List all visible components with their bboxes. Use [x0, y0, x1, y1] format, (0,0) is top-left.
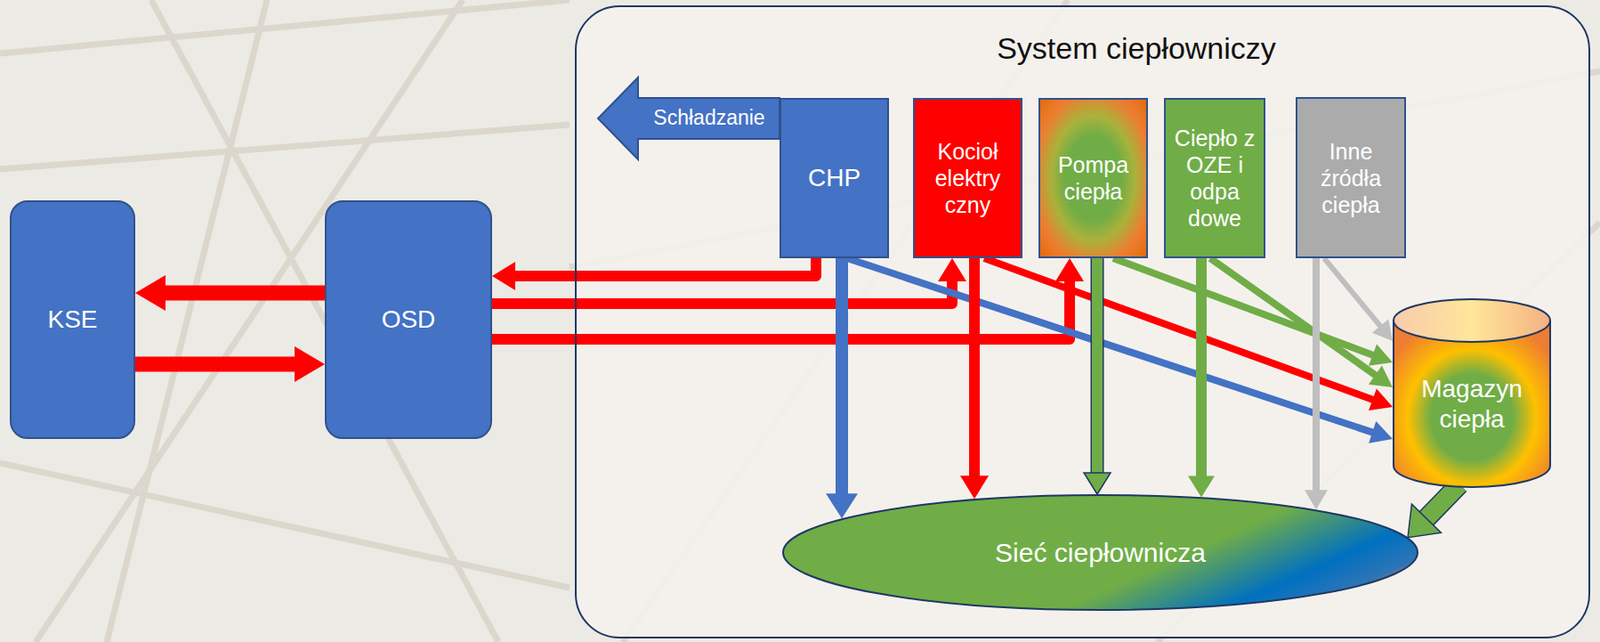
arrowhead — [937, 258, 967, 282]
arrowhead — [492, 261, 516, 291]
node-label: Inne źródła ciepła — [1304, 137, 1398, 219]
flow-connector — [1113, 258, 1393, 366]
other-source-box: Inne źródła ciepła — [1295, 96, 1407, 259]
connector-line — [492, 277, 953, 304]
arrowhead — [1368, 343, 1393, 365]
arrowhead — [1407, 503, 1441, 538]
flow-connector — [1304, 258, 1328, 510]
node-label: OSD — [381, 304, 437, 335]
connector-line — [1423, 484, 1460, 521]
lattice-beam — [0, 462, 570, 588]
connector-line — [1324, 258, 1382, 329]
region-title: System ciepłowniczy — [576, 30, 1589, 67]
ellipse-label-area: Sieć ciepłownicza — [835, 502, 1366, 602]
node-label: Magazyn ciepła — [1401, 373, 1543, 434]
flow-connector — [135, 274, 325, 311]
grid-box: KSE — [9, 200, 136, 439]
connector-line — [492, 277, 1070, 340]
arrowhead — [1368, 420, 1393, 444]
node-label: CHP — [808, 162, 861, 194]
arrow-label-area: Schładzanie — [638, 76, 781, 161]
region-ground — [575, 6, 1590, 638]
arrowhead — [135, 274, 166, 311]
storage-cylinder: Magazyn ciepła — [1392, 298, 1552, 488]
connector-line — [835, 258, 849, 498]
arrowhead — [1083, 472, 1111, 494]
connector-line — [1091, 258, 1103, 477]
connector-line — [1210, 258, 1378, 377]
node-label: Pompa ciepła — [1047, 151, 1140, 205]
flow-connector — [825, 258, 858, 518]
cylinder-top — [1393, 298, 1551, 342]
heat-pump-box: Pompa ciepła — [1038, 97, 1148, 259]
connector-outline — [1090, 258, 1105, 477]
network-outline — [783, 494, 1418, 610]
arrowhead — [1372, 318, 1393, 341]
renewable-heat-box: Ciepło z OZE i odpa dowe — [1163, 97, 1266, 259]
connector-outline — [1423, 484, 1460, 521]
lattice-beam — [0, 0, 570, 54]
flow-connector — [492, 258, 1084, 340]
connector-line — [135, 356, 299, 372]
connector-line — [969, 258, 980, 479]
connector-line — [1195, 258, 1207, 479]
flow-connector — [492, 258, 967, 304]
arrowhead — [960, 475, 989, 499]
chp-box: CHP — [779, 97, 889, 259]
flow-connector — [984, 258, 1393, 411]
arrowhead — [825, 492, 858, 518]
arrowhead — [1368, 388, 1393, 411]
flow-connector — [1407, 484, 1460, 538]
cooling-arrow: Schładzanie — [597, 76, 781, 161]
cylinder-body — [1393, 320, 1551, 487]
cylinder-label-area: Magazyn ciepła — [1401, 347, 1543, 461]
network-ellipse: Sieć ciepłownicza — [782, 493, 1419, 611]
flow-connector — [1324, 258, 1393, 341]
arrowhead — [1187, 475, 1215, 497]
flow-connector — [1083, 258, 1111, 494]
connector-line — [511, 258, 817, 276]
node-label: Schładzanie — [653, 105, 765, 131]
lattice-beam — [0, 124, 570, 170]
flow-connector — [1187, 258, 1215, 497]
system-region: System ciepłowniczySchładzanieCHP Kocioł … — [574, 5, 1591, 639]
operator-box: OSD — [324, 200, 493, 439]
node-label: Ciepło z OZE i odpa dowe — [1172, 124, 1257, 232]
arrow-outline — [597, 77, 780, 160]
electric-boiler-box: Kocioł elektry czny — [913, 97, 1023, 259]
connector-line — [1312, 258, 1320, 493]
flow-connector — [492, 258, 817, 291]
node-label: KSE — [47, 304, 97, 335]
lattice-beam — [151, 0, 499, 642]
node-label: Sieć ciepłownicza — [994, 536, 1206, 569]
flow-connector — [847, 258, 1393, 444]
flow-connector — [960, 258, 989, 499]
arrowhead — [1304, 489, 1328, 510]
node-label: Kocioł elektry czny — [921, 137, 1014, 219]
arrowhead — [1368, 365, 1393, 388]
connector-line — [847, 258, 1376, 434]
arrowhead — [1055, 258, 1084, 282]
connector-line — [161, 285, 325, 301]
arrowhead — [294, 346, 325, 382]
flow-connector — [135, 346, 325, 382]
flow-connector — [1210, 258, 1393, 388]
